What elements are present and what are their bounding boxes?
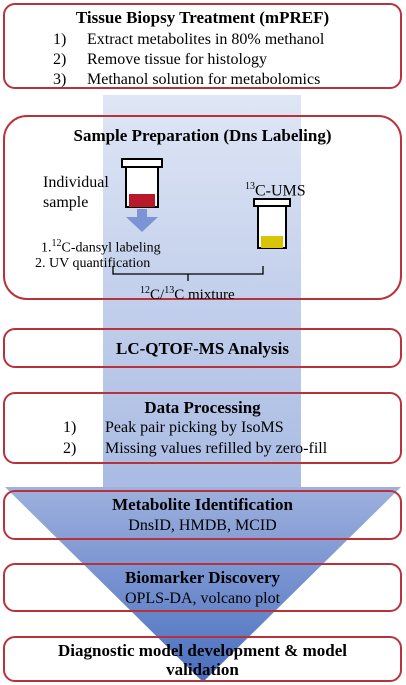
- processing-step-1: 1)Peak pair picking by IsoMS: [63, 419, 284, 436]
- tissue-step-3: 3)Methanol solution for metabolomics: [53, 71, 321, 88]
- sample-tube-icon: [121, 158, 163, 208]
- individual-sample-label-2: sample: [43, 194, 89, 211]
- mixture-label: 12C/13C mixture: [140, 285, 235, 303]
- processing-step-2: 2)Missing values refilled by zero-fill: [63, 440, 328, 457]
- metabolite-identification-title: Metabolite Identification: [112, 495, 293, 514]
- diagnostic-model-title-line2: validation: [166, 660, 239, 679]
- biomarker-discovery-methods: OPLS-DA, volcano plot: [124, 590, 281, 607]
- tissue-biopsy-title: Tissue Biopsy Treatment (mPREF): [75, 8, 330, 27]
- dansyl-labeling-step: 1.12C-dansyl labeling: [41, 238, 161, 256]
- mixture-bracket: [112, 266, 264, 275]
- tissue-step-2: 2)Remove tissue for histology: [53, 51, 267, 68]
- diagnostic-model-title-line1: Diagnostic model development & model: [58, 641, 347, 660]
- biomarker-discovery-title: Biomarker Discovery: [124, 568, 280, 587]
- diagnostic-model-box: Diagnostic model development & model val…: [3, 636, 402, 682]
- uv-quantification-step: 2. UV quantification: [35, 256, 151, 271]
- lc-qtof-ms-box: LC-QTOF-MS Analysis: [3, 328, 402, 368]
- metabolite-identification-box: Metabolite Identification DnsID, HMDB, M…: [3, 490, 402, 540]
- biomarker-discovery-box: Biomarker Discovery OPLS-DA, volcano plo…: [3, 563, 402, 612]
- sample-preparation-title: Sample Preparation (Dns Labeling): [73, 126, 332, 145]
- ums-tube-icon: [253, 198, 291, 249]
- sample-preparation-box: Sample Preparation (Dns Labeling) Indivi…: [3, 115, 402, 303]
- metabolite-identification-tools: DnsID, HMDB, MCID: [128, 517, 277, 534]
- individual-sample-label: Individual: [43, 174, 109, 191]
- data-processing-title: Data Processing: [144, 398, 261, 417]
- tissue-step-1: 1)Extract metabolites in 80% methanol: [53, 31, 325, 48]
- ums-label: 13C-UMS: [245, 181, 306, 200]
- tissue-biopsy-box: Tissue Biopsy Treatment (mPREF) 1)Extrac…: [3, 3, 402, 89]
- sample-prep-illustration: [112, 158, 291, 281]
- labeling-arrow-icon: [126, 209, 158, 232]
- lc-qtof-ms-title: LC-QTOF-MS Analysis: [115, 339, 290, 358]
- flow-arrow-head: [5, 487, 401, 682]
- data-processing-box: Data Processing 1)Peak pair picking by I…: [3, 392, 402, 464]
